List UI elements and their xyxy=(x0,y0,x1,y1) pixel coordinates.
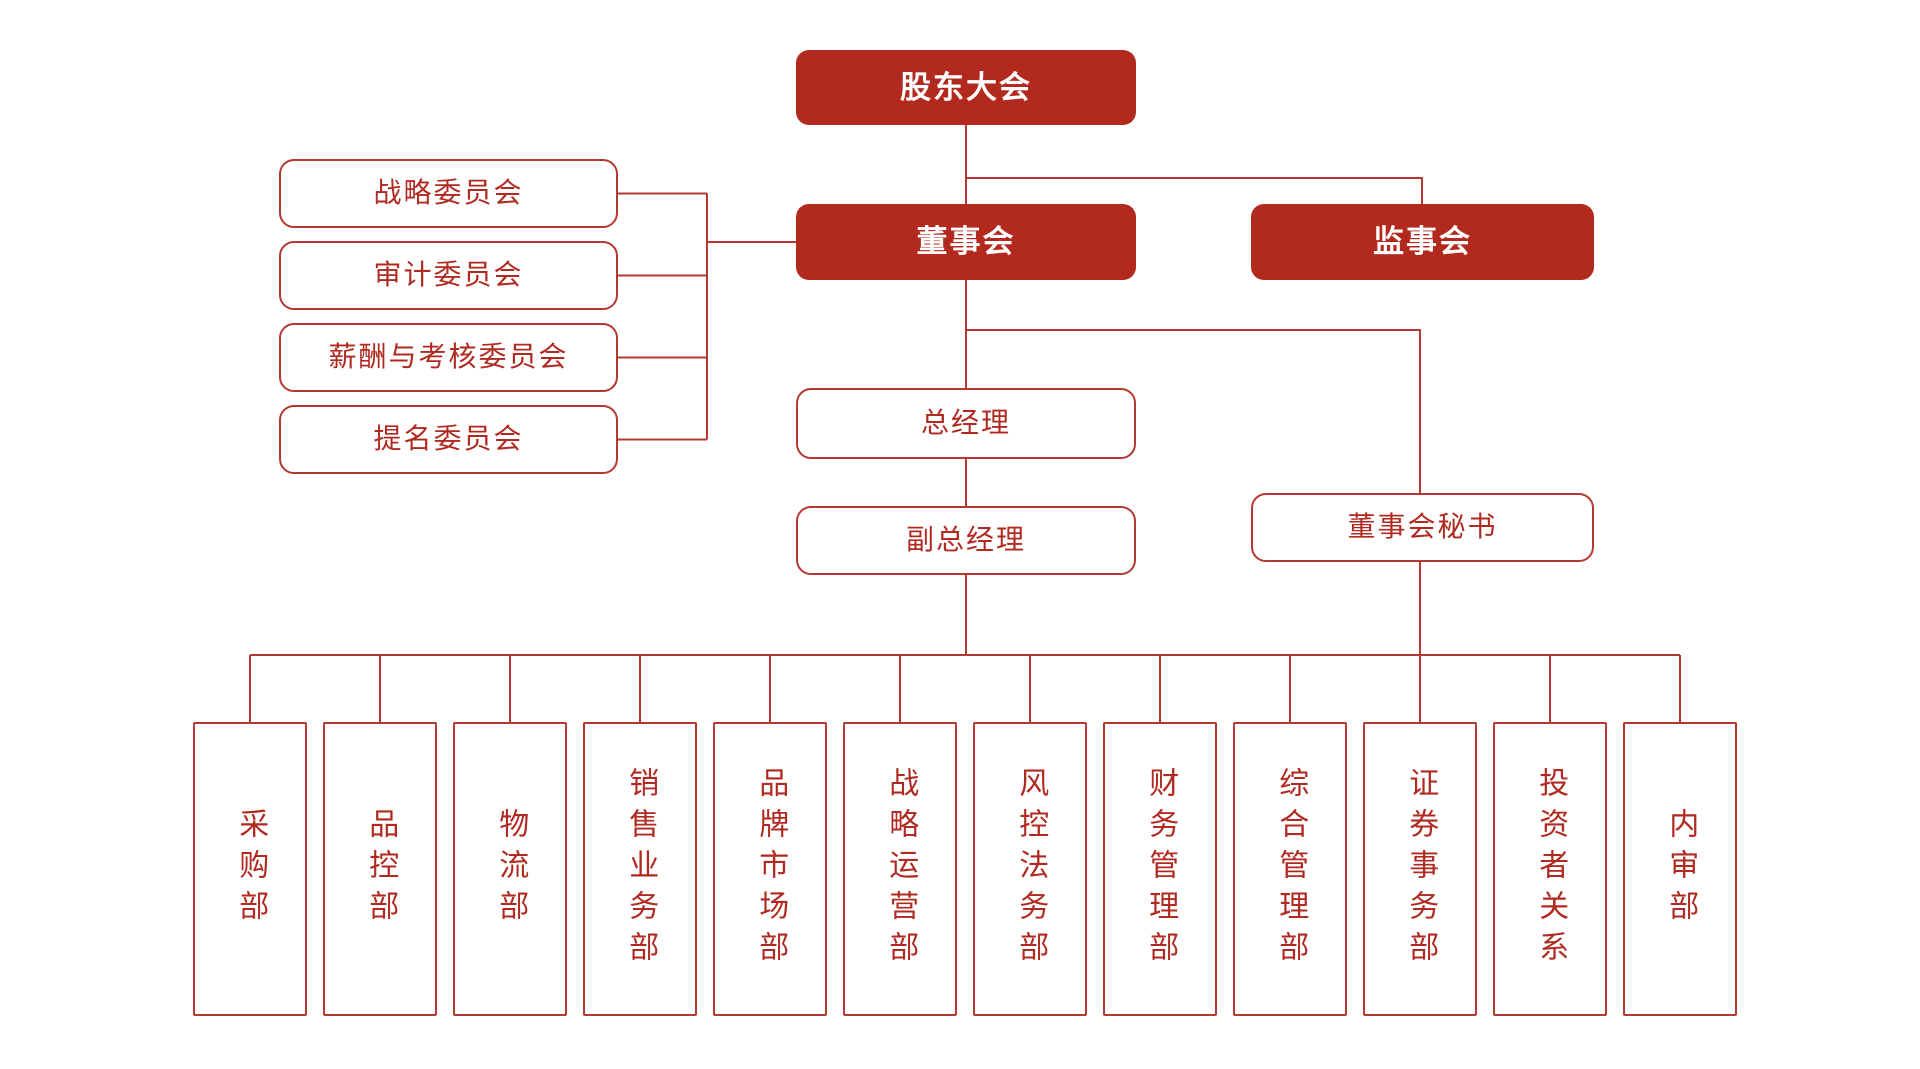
node-dept-risk-legal: 风控法务部 xyxy=(973,722,1087,1016)
node-committee-strategy: 战略委员会 xyxy=(279,159,618,228)
node-label: 董事会秘书 xyxy=(1347,511,1498,543)
node-label: 薪酬与考核委员会 xyxy=(328,341,569,373)
node-label: 副总经理 xyxy=(905,524,1026,556)
node-general-manager: 总经理 xyxy=(796,388,1136,459)
node-label: 综合管理部 xyxy=(1274,766,1308,972)
node-label: 审计委员会 xyxy=(373,259,524,291)
node-label: 战略运营部 xyxy=(884,766,918,972)
node-label: 品控部 xyxy=(364,807,398,931)
node-supervisory-board: 监事会 xyxy=(1251,204,1594,280)
node-dept-logistics: 物流部 xyxy=(453,722,567,1016)
node-label: 投资者关系 xyxy=(1534,766,1568,972)
node-label: 采购部 xyxy=(234,807,268,931)
node-label: 品牌市场部 xyxy=(754,766,788,972)
node-dept-sales-business: 销售业务部 xyxy=(583,722,697,1016)
node-label: 风控法务部 xyxy=(1014,766,1048,972)
node-label: 股东大会 xyxy=(900,69,1032,105)
node-dept-quality-control: 品控部 xyxy=(323,722,437,1016)
node-committee-nomination: 提名委员会 xyxy=(279,405,618,474)
node-label: 监事会 xyxy=(1373,224,1472,260)
node-label: 销售业务部 xyxy=(624,766,658,972)
node-label: 董事会 xyxy=(916,224,1016,260)
node-label: 财务管理部 xyxy=(1144,766,1178,972)
node-dept-brand-marketing: 品牌市场部 xyxy=(713,722,827,1016)
node-dept-procurement: 采购部 xyxy=(193,722,307,1016)
node-label: 物流部 xyxy=(494,807,528,931)
node-board-of-directors: 董事会 xyxy=(796,204,1136,280)
node-deputy-general-manager: 副总经理 xyxy=(796,506,1136,575)
node-label: 内审部 xyxy=(1664,807,1698,931)
node-label: 总经理 xyxy=(920,407,1011,439)
node-dept-strategy-operations: 战略运营部 xyxy=(843,722,957,1016)
node-shareholders-meeting: 股东大会 xyxy=(796,50,1136,125)
node-label: 战略委员会 xyxy=(373,177,524,209)
node-dept-securities-affairs: 证券事务部 xyxy=(1363,722,1477,1016)
node-label: 证券事务部 xyxy=(1404,766,1438,972)
node-committee-audit: 审计委员会 xyxy=(279,241,618,310)
node-dept-general-management: 综合管理部 xyxy=(1233,722,1347,1016)
node-dept-finance-management: 财务管理部 xyxy=(1103,722,1217,1016)
node-label: 提名委员会 xyxy=(373,423,524,455)
node-dept-investor-relations: 投资者关系 xyxy=(1493,722,1607,1016)
node-dept-internal-audit: 内审部 xyxy=(1623,722,1737,1016)
node-board-secretary: 董事会秘书 xyxy=(1251,493,1594,562)
node-committee-remuneration-appraisal: 薪酬与考核委员会 xyxy=(279,323,618,392)
